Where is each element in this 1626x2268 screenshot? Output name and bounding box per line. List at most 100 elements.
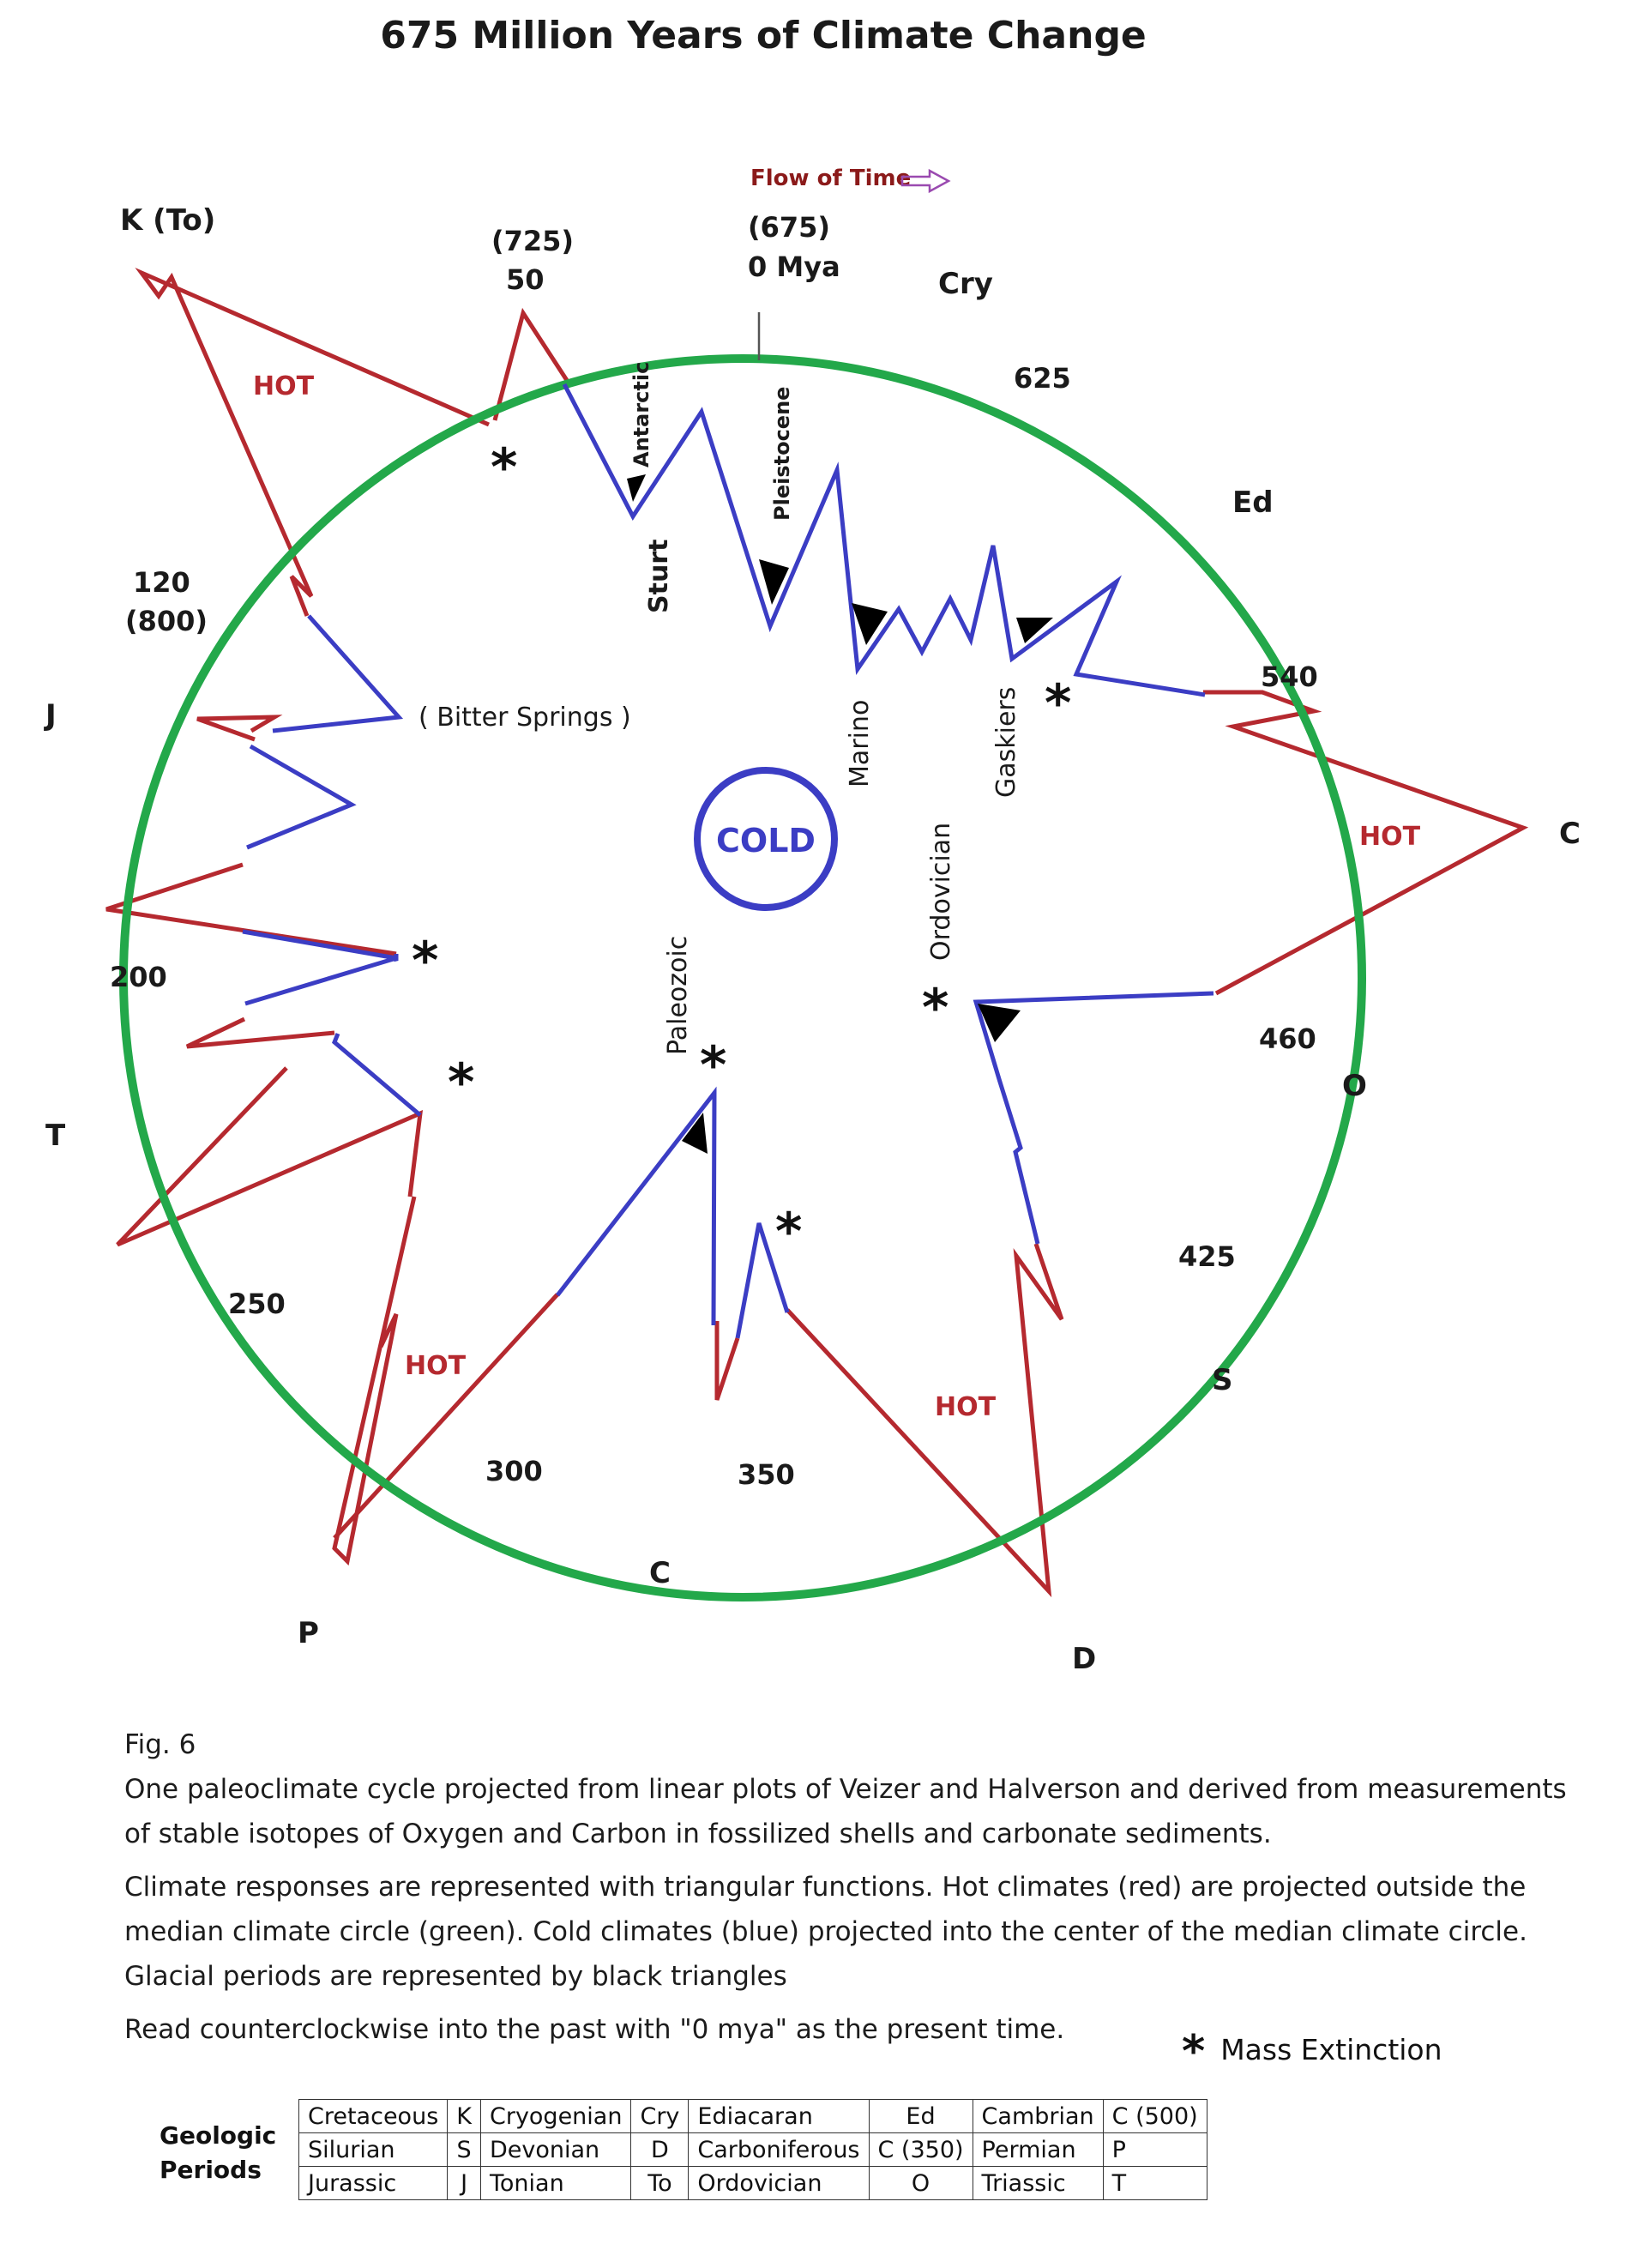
extinction-star-icon: * bbox=[1182, 2026, 1206, 2078]
time-625-label: 625 bbox=[1014, 362, 1071, 395]
period-abbrev: Ed bbox=[868, 2099, 973, 2133]
glacial-triangle-ordovician bbox=[978, 1004, 1021, 1042]
time-675-label: (675) bbox=[748, 211, 830, 244]
hot-spike-triassic-1 bbox=[105, 862, 397, 956]
extinction-star-icon: * bbox=[700, 1035, 726, 1095]
period-s-label: S bbox=[1212, 1363, 1233, 1397]
cold-line-devonian bbox=[735, 1222, 790, 1339]
hot-spike-carboniferous-1 bbox=[333, 1293, 559, 1540]
caption-line: of stable isotopes of Oxygen and Carbon … bbox=[124, 1819, 1272, 1849]
time-425-label: 425 bbox=[1178, 1240, 1236, 1273]
geologic-periods-word: Periods bbox=[160, 2156, 262, 2184]
period-name: Ediacaran bbox=[688, 2099, 870, 2133]
period-abbrev: K bbox=[447, 2099, 481, 2133]
period-abbrev: T bbox=[1102, 2166, 1207, 2200]
flow-of-time-label: Flow of Time bbox=[750, 166, 911, 191]
period-abbrev: D bbox=[630, 2132, 690, 2167]
mass-extinction-key: * Mass Extinction bbox=[1182, 2026, 1442, 2078]
extinction-star-icon: * bbox=[412, 931, 438, 991]
hot-spike-carboniferous-2 bbox=[714, 1321, 740, 1401]
period-name: Ordovician bbox=[688, 2166, 870, 2200]
cold-label: COLD bbox=[716, 822, 816, 860]
gaskiers-label: Gaskiers bbox=[991, 687, 1021, 798]
period-name: Tonian bbox=[479, 2166, 632, 2200]
flow-arrow-icon bbox=[900, 168, 951, 194]
hot-spike-jurassic bbox=[196, 715, 283, 742]
glacial-triangle-pleistocene bbox=[759, 559, 789, 605]
period-abbrev: O bbox=[868, 2166, 973, 2200]
period-abbrev: C (350) bbox=[868, 2132, 973, 2167]
period-name: Cambrian bbox=[972, 2099, 1104, 2133]
cold-line-jurassic bbox=[246, 744, 357, 850]
glacial-markers bbox=[627, 474, 1053, 1154]
glacial-triangle-paleozoic bbox=[682, 1113, 708, 1154]
geologic-periods-word: Geologic bbox=[160, 2121, 277, 2150]
period-name: Devonian bbox=[479, 2132, 632, 2167]
period-k-to-label: K (To) bbox=[120, 203, 215, 238]
time-540-label: 540 bbox=[1261, 660, 1318, 693]
hot-spike-triassic-2 bbox=[185, 1016, 335, 1049]
period-name: Jurassic bbox=[298, 2166, 449, 2200]
extinction-star-icon: * bbox=[448, 1053, 474, 1113]
ordovician-label: Ordovician bbox=[926, 823, 956, 961]
bitter-springs-label: ( Bitter Springs ) bbox=[419, 703, 631, 733]
cold-climate-lines bbox=[242, 383, 1214, 1339]
time-0-mya-label: 0 Mya bbox=[748, 250, 840, 283]
period-name: Carboniferous bbox=[688, 2132, 870, 2167]
time-labels: (675) 0 Mya (725) 50 120 (800) 200 250 3… bbox=[110, 211, 1318, 1491]
hot-label-devonian: HOT bbox=[935, 1392, 997, 1422]
extinction-star-icon: * bbox=[1045, 673, 1071, 733]
glacial-triangle-gaskiers bbox=[1016, 618, 1053, 643]
antarctic-label: Antarctic bbox=[629, 362, 653, 467]
cold-center-circle bbox=[694, 767, 838, 911]
time-300-label: 300 bbox=[485, 1455, 543, 1487]
hot-spike-cretaceous bbox=[135, 267, 491, 617]
period-t-label: T bbox=[45, 1119, 66, 1153]
time-800-label: (800) bbox=[125, 605, 208, 637]
hot-label-cretaceous: HOT bbox=[253, 371, 315, 401]
hot-label-permian: HOT bbox=[405, 1351, 467, 1381]
table-row: Silurian S Devonian D Carboniferous C (3… bbox=[298, 2132, 1207, 2167]
marino-label: Marino bbox=[845, 700, 875, 787]
caption-line: Climate responses are represented with t… bbox=[124, 1872, 1527, 1903]
cold-line-ordovician bbox=[973, 991, 1214, 1245]
period-p-label: P bbox=[298, 1616, 319, 1650]
period-name: Silurian bbox=[298, 2132, 449, 2167]
period-abbrev: Cry bbox=[630, 2099, 690, 2133]
hot-spike-50 bbox=[492, 307, 572, 421]
hot-spike-triassic-3 bbox=[116, 1066, 424, 1247]
period-name: Permian bbox=[972, 2132, 1104, 2167]
median-climate-circle bbox=[119, 354, 1366, 1601]
hot-climate-lines bbox=[105, 267, 1529, 1598]
hot-labels: HOT HOT HOT HOT bbox=[253, 371, 1421, 1422]
extinction-star-icon: * bbox=[491, 437, 517, 498]
climate-cycle-diagram: 675 Million Years of Climate Change Flow… bbox=[44, 14, 1581, 1676]
time-350-label: 350 bbox=[738, 1458, 795, 1491]
period-abbrev: P bbox=[1102, 2132, 1207, 2167]
caption-line: Read counterclockwise into the past with… bbox=[124, 2014, 1065, 2045]
period-name: Cretaceous bbox=[298, 2099, 449, 2133]
period-abbrev: J bbox=[447, 2166, 481, 2200]
period-j-label: J bbox=[44, 698, 57, 733]
mass-extinction-stars: * * * * * * * bbox=[412, 437, 1071, 1262]
period-d-label: D bbox=[1072, 1642, 1096, 1676]
extinction-star-icon: * bbox=[922, 978, 948, 1038]
glacial-triangle-antarctic bbox=[627, 474, 646, 502]
caption-line: One paleoclimate cycle projected from li… bbox=[124, 1774, 1567, 1805]
glacial-triangle-marino bbox=[852, 603, 888, 645]
figure-caption: Fig. 6 One paleoclimate cycle projected … bbox=[124, 1722, 1567, 2052]
cold-line-carboniferous bbox=[556, 1086, 717, 1326]
pleistocene-label: Pleistocene bbox=[770, 387, 794, 521]
period-c-bottom-label: C bbox=[649, 1556, 671, 1590]
caption-line: median climate circle (green). Cold clim… bbox=[124, 1916, 1527, 1947]
hot-spike-permian bbox=[332, 1196, 417, 1566]
period-ed-label: Ed bbox=[1232, 486, 1274, 520]
time-50-label: 50 bbox=[506, 263, 545, 296]
page-title: 675 Million Years of Climate Change bbox=[380, 14, 1147, 57]
cold-line-bitter-springs bbox=[272, 614, 404, 733]
hot-spike-devonian bbox=[786, 1243, 1064, 1598]
caption-line: Glacial periods are represented by black… bbox=[124, 1961, 787, 1992]
mass-extinction-label: Mass Extinction bbox=[1220, 2033, 1442, 2066]
period-name: Cryogenian bbox=[479, 2099, 632, 2133]
geologic-periods-table: Cretaceous K Cryogenian Cry Ediacaran Ed… bbox=[298, 2099, 1207, 2200]
